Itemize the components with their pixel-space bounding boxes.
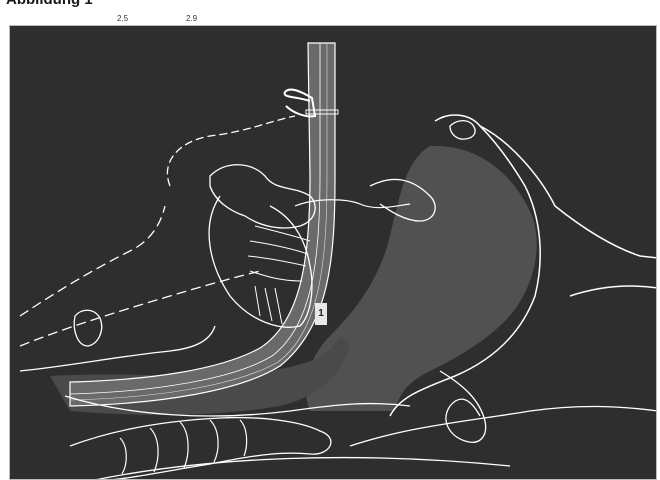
sagittal-section-drawing xyxy=(10,26,657,480)
tube-label-marker: 1 xyxy=(315,303,327,325)
anatomical-illustration: 1 xyxy=(9,25,657,480)
figure-title: Abbildung 1 xyxy=(6,0,93,8)
reference-marker-2-5: 2.5 xyxy=(117,14,128,23)
reference-marker-2-9: 2.9 xyxy=(186,14,197,23)
